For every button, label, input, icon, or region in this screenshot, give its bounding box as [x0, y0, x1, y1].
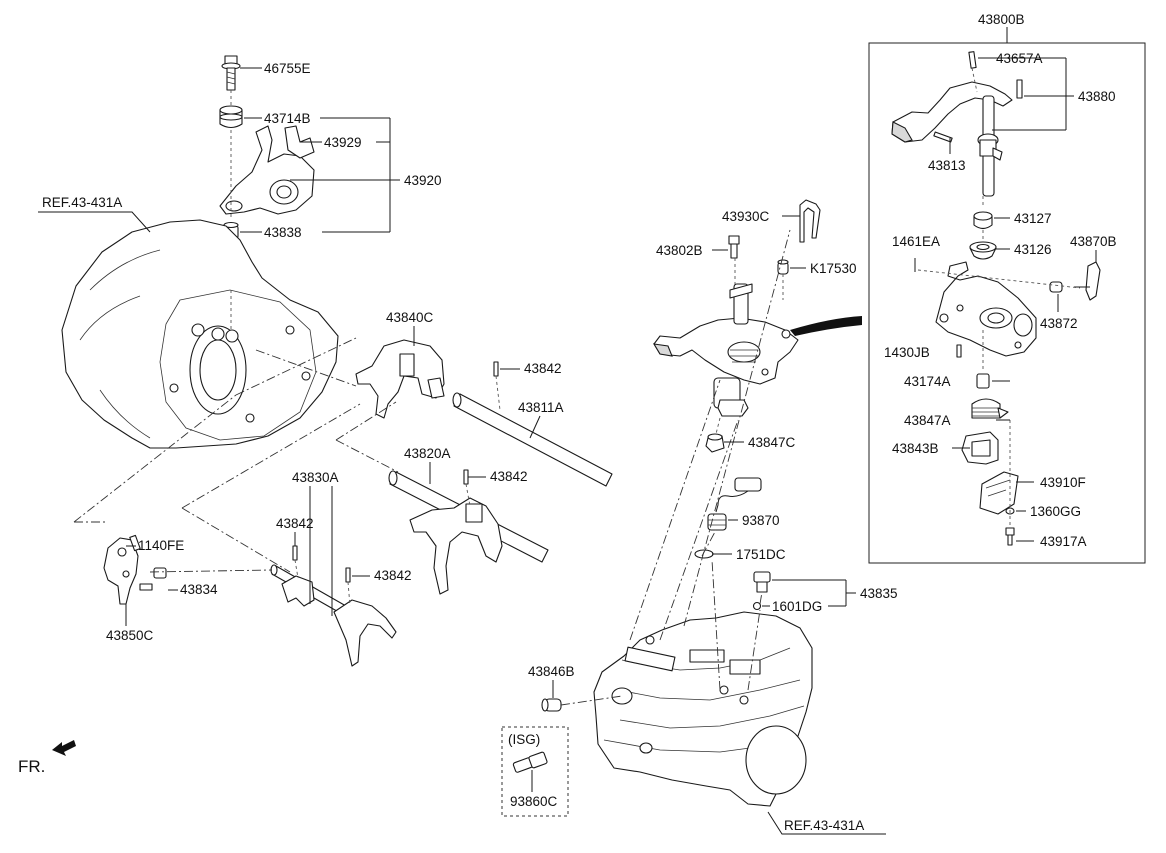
bolt-46755E: [221, 55, 241, 91]
pointer-band: [790, 316, 862, 336]
clutch-housing: [61, 219, 339, 449]
label-43920[interactable]: 43920: [404, 173, 442, 188]
bolt-43834: [139, 567, 167, 591]
label-43930C[interactable]: 43930C: [722, 209, 770, 224]
bracket-43843B: [961, 431, 999, 465]
label-43842-b[interactable]: 43842: [490, 469, 528, 484]
plug-K17530: [777, 259, 789, 275]
label-43813[interactable]: 43813: [928, 158, 966, 173]
label-ref-top[interactable]: REF.43-431A: [42, 195, 122, 210]
bracket-43850C: [103, 537, 139, 605]
bracket-43910F: [979, 471, 1019, 515]
label-43929[interactable]: 43929: [324, 135, 362, 150]
fork-43820A: [409, 497, 503, 595]
bracket-43870B: [1074, 261, 1101, 301]
grommet-43714B: [219, 105, 243, 129]
label-43843B[interactable]: 43843B: [892, 441, 939, 456]
cover-housing: [935, 261, 1037, 357]
bolt-43802B: [728, 235, 740, 259]
fork-43840C: [355, 339, 445, 419]
label-43811A[interactable]: 43811A: [518, 400, 564, 415]
label-43847C[interactable]: 43847C: [748, 435, 796, 450]
label-43842-d[interactable]: 43842: [374, 568, 412, 583]
plug-43846B: [541, 698, 562, 712]
label-43714B[interactable]: 43714B: [264, 111, 311, 126]
leader-lines: [38, 57, 1097, 835]
label-isg: (ISG): [508, 732, 540, 747]
label-93870[interactable]: 93870: [742, 513, 780, 528]
label-43800B[interactable]: 43800B: [978, 12, 1025, 27]
bolt-1140FE: [129, 534, 141, 552]
label-43847A[interactable]: 43847A: [904, 413, 951, 428]
control-lever-43880: [891, 51, 1023, 197]
label-43880[interactable]: 43880: [1078, 89, 1116, 104]
label-1601DG[interactable]: 1601DG: [772, 599, 822, 614]
label-1461EA[interactable]: 1461EA: [892, 234, 940, 249]
label-1430JB[interactable]: 1430JB: [884, 345, 930, 360]
pin-43842-b: [463, 469, 469, 485]
label-43174A[interactable]: 43174A: [904, 374, 951, 389]
label-43840C[interactable]: 43840C: [386, 310, 434, 325]
label-43126[interactable]: 43126: [1014, 242, 1052, 257]
label-43846B[interactable]: 43846B: [528, 664, 575, 679]
label-43838[interactable]: 43838: [264, 225, 302, 240]
label-93860C[interactable]: 93860C: [510, 794, 558, 809]
label-1751DC[interactable]: 1751DC: [736, 547, 786, 562]
label-43870B[interactable]: 43870B: [1070, 234, 1117, 249]
sensor-93860C: [512, 751, 548, 773]
label-1360GG[interactable]: 1360GG: [1030, 504, 1081, 519]
label-fr: FR.: [18, 757, 45, 776]
bracket-43920: [219, 125, 315, 215]
rod-43811A: [452, 392, 613, 487]
label-43842-a[interactable]: 43842: [524, 361, 562, 376]
label-43127[interactable]: 43127: [1014, 211, 1052, 226]
seal-43127: [973, 211, 993, 230]
label-43917A[interactable]: 43917A: [1040, 534, 1087, 549]
sensor-93870: [707, 477, 762, 531]
isg-box: [501, 726, 569, 817]
label-43835[interactable]: 43835: [860, 586, 898, 601]
label-46755E[interactable]: 46755E: [264, 61, 311, 76]
pin-43842-c: [292, 545, 298, 561]
label-43834[interactable]: 43834: [180, 582, 218, 597]
clip-43930C: [799, 199, 821, 243]
plug-43835: [753, 571, 771, 593]
fork-43830A: [281, 575, 397, 667]
label-43802B[interactable]: 43802B: [656, 243, 703, 258]
detent-43847A: [971, 398, 1009, 419]
label-1140FE[interactable]: 1140FE: [138, 538, 184, 553]
label-43830A[interactable]: 43830A: [292, 470, 339, 485]
detent-43847C: [705, 433, 725, 453]
shift-lever-assembly: [652, 283, 799, 417]
seal-43126: [969, 241, 997, 260]
pin-43842-d: [345, 567, 351, 583]
bolt-43917A: [1005, 527, 1015, 546]
label-43820A[interactable]: 43820A: [404, 446, 451, 461]
front-arrow-icon: [52, 740, 76, 756]
label-43872[interactable]: 43872: [1040, 316, 1078, 331]
gasket-1751DC: [694, 549, 714, 559]
pin-43842-a: [493, 361, 499, 377]
label-K17530[interactable]: K17530: [810, 261, 857, 276]
label-43910F[interactable]: 43910F: [1040, 475, 1086, 490]
label-43657A[interactable]: 43657A: [996, 51, 1043, 66]
transmission-case-bottom: [593, 611, 813, 807]
label-43850C[interactable]: 43850C: [106, 628, 154, 643]
label-43842-c[interactable]: 43842: [276, 516, 314, 531]
ball-1601DG: [752, 601, 762, 611]
label-ref-bottom[interactable]: REF.43-431A: [784, 818, 864, 833]
